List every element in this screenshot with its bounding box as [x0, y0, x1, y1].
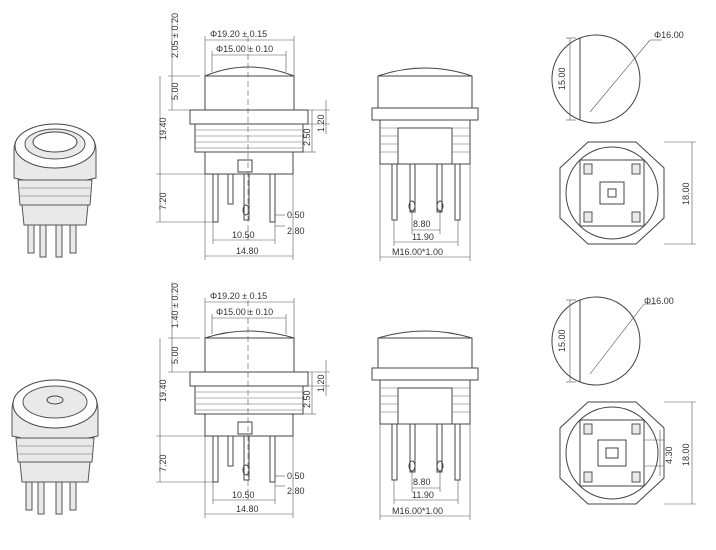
dim-cap-top: 2.05 ± 0.20 [170, 13, 180, 58]
dim-cutout-flat: 15.00 [557, 67, 567, 90]
dim-body-height: 19.40 [158, 379, 168, 402]
dim-thread-length: 2.50 [302, 128, 312, 146]
panel-cutout-bottom: Φ16.00 15.00 [551, 296, 674, 386]
dim-cutout-diameter: Φ16.00 [644, 296, 674, 306]
dim-pin-offset: 2.80 [287, 226, 305, 236]
dim-pin-width: 0.50 [287, 471, 305, 481]
dim-base-width: 14.80 [236, 246, 259, 256]
bottom-view-bottom: 4.30 18.00 [559, 401, 696, 505]
dim-outer-diameter: Φ19.20 ± 0.15 [210, 291, 267, 301]
panel-cutout-top: Φ16.00 15.00 [551, 30, 684, 124]
front-view-bottom: 8.80 11.90 M16.00*1.00 [371, 330, 479, 520]
dim-pin-length: 7.20 [158, 454, 168, 472]
dim-pitch-outer: 11.90 [412, 232, 434, 242]
side-view-bottom: Φ19.20 ± 0.15 Φ15.00 ± 0.10 1.40 ± 0.20 … [156, 282, 330, 518]
dim-pitch-inner: 8.80 [413, 219, 431, 229]
dim-lens-diameter: Φ15.00 ± 0.10 [216, 44, 273, 54]
dim-nut-height: 1.20 [316, 374, 326, 392]
dim-pin-width: 0.50 [287, 210, 305, 220]
dim-bottom-span: 18.00 [681, 443, 691, 466]
dim-outer-diameter: Φ19.20 ± 0.15 [210, 29, 267, 39]
dim-lens-diameter: Φ15.00 ± 0.10 [216, 307, 273, 317]
dim-bottom-span: 18.00 [681, 182, 691, 205]
dim-cap-height: 5.00 [170, 346, 180, 364]
dim-pin-length: 7.20 [158, 192, 168, 210]
dim-pin-offset: 2.80 [287, 486, 305, 496]
dim-pitch-outer: 11.90 [412, 490, 434, 500]
dim-thread-length: 2.50 [302, 390, 312, 408]
dim-pitch-inner: 8.80 [413, 477, 431, 487]
side-view-top: Φ19.20 ± 0.15 Φ15.00 ± 0.10 2.05 ± 0.20 … [156, 13, 330, 260]
switch-3d-view-top [13, 123, 97, 258]
bottom-view-top: 18.00 [559, 141, 696, 245]
dim-cutout-diameter: Φ16.00 [654, 30, 684, 40]
dim-cap-height: 5.00 [170, 82, 180, 100]
front-view-top: 8.80 11.90 M16.00*1.00 [371, 67, 479, 261]
dim-cap-top: 1.40 ± 0.20 [170, 283, 180, 328]
switch-3d-view-bottom [11, 379, 99, 515]
dim-pin-pitch: 10.50 [232, 490, 255, 500]
dim-nut-height: 1.20 [316, 114, 326, 132]
dim-cutout-flat: 15.00 [557, 329, 567, 352]
dim-pin-pitch: 10.50 [232, 230, 255, 240]
dim-thread-spec: M16.00*1.00 [392, 506, 443, 516]
dim-body-height: 19.40 [158, 117, 168, 140]
dim-base-width: 14.80 [236, 504, 259, 514]
dim-pad-size: 4.30 [664, 446, 674, 464]
dim-thread-spec: M16.00*1.00 [392, 247, 443, 257]
